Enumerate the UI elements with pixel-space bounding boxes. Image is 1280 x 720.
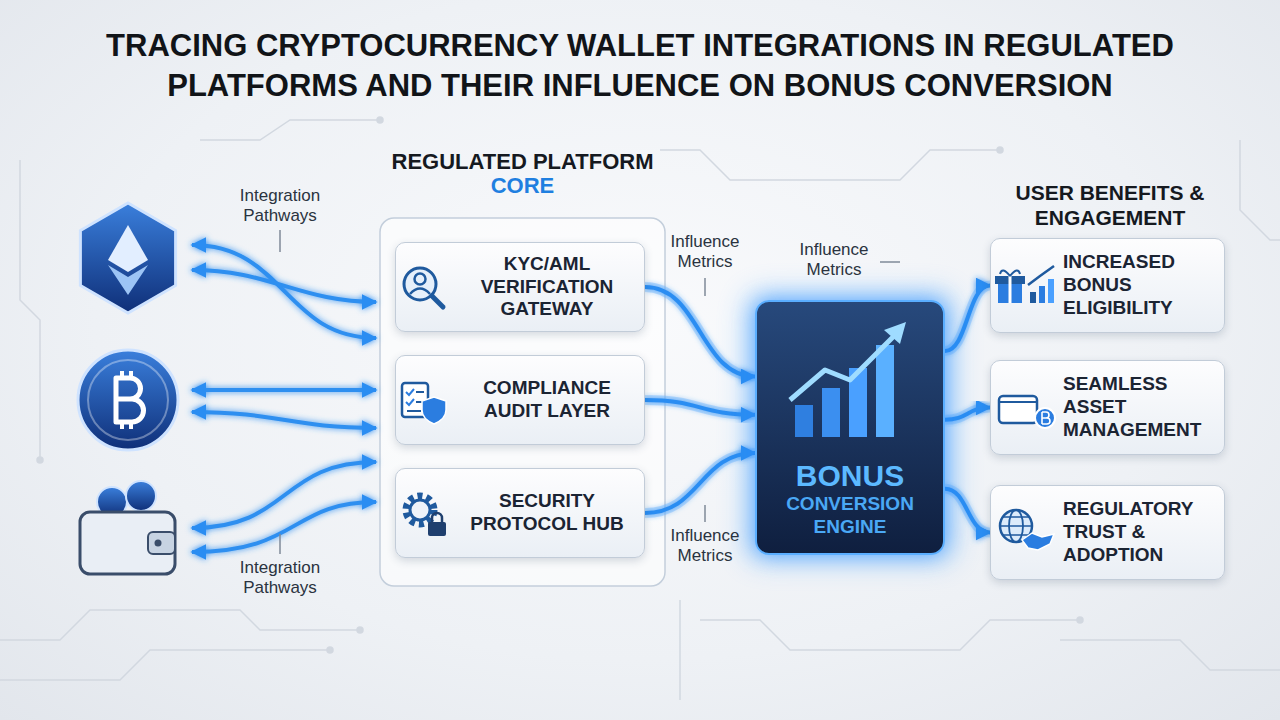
bitcoin-icon — [78, 350, 178, 450]
wallet-icon — [80, 481, 175, 574]
pathway-label: Integration Pathways — [225, 558, 335, 599]
metric-label: Influence Metrics — [788, 240, 880, 281]
node-title: COMPLIANCE AUDIT LAYER — [458, 377, 636, 423]
node-title: SEAMLESS ASSET MANAGEMENT — [1063, 373, 1216, 441]
flow-arrow — [945, 286, 990, 352]
flow-arrow — [945, 489, 990, 533]
diagram-title: TRACING CRYPTOCURRENCY WALLET INTEGRATIO… — [50, 26, 1230, 107]
process-box: COMPLIANCE AUDIT LAYER — [395, 355, 645, 445]
flow-arrow — [645, 400, 755, 415]
engine-box: BONUSCONVERSION ENGINE — [755, 300, 945, 555]
ethereum-icon — [80, 203, 175, 313]
benefit-box: REGULATORY TRUST & ADOPTION — [990, 485, 1225, 580]
flow-arrow — [945, 408, 990, 420]
platform-core-panel: REGULATED PLATFORMCORE KYC/AML VERIFICATI… — [375, 150, 670, 590]
node-title: REGULATED PLATFORM — [375, 150, 670, 174]
process-box: KYC/AML VERIFICATION GATEWAY — [395, 242, 645, 332]
metric-label: Influence Metrics — [660, 232, 750, 273]
node-title: BONUS — [796, 459, 904, 494]
connector-glow — [645, 453, 755, 513]
connector-glow — [945, 489, 990, 533]
process-box: SECURITY PROTOCOL HUB — [395, 468, 645, 558]
platform-panel — [380, 218, 665, 586]
integration-arrows — [192, 245, 376, 552]
engine-glow — [745, 292, 955, 562]
node-title: REGULATORY TRUST & ADOPTION — [1063, 498, 1216, 566]
node-subtitle: CORE — [375, 174, 670, 198]
pathway-label: Integration Pathways — [225, 186, 335, 227]
benefit-box: INCREASED BONUS ELIGIBILITY — [990, 238, 1225, 333]
benefit-box: SEAMLESS ASSET MANAGEMENT — [990, 360, 1225, 455]
node-title: SECURITY PROTOCOL HUB — [458, 490, 636, 536]
group-heading: USER BENEFITS & ENGAGEMENT — [995, 180, 1225, 230]
asset-wallet-icon — [999, 396, 1055, 428]
circuit-traces — [0, 117, 1280, 700]
node-title: INCREASED BONUS ELIGIBILITY — [1063, 251, 1216, 319]
trust-globe-icon — [1000, 510, 1054, 550]
connector-glow — [945, 286, 990, 352]
connector-glow — [645, 287, 755, 377]
flow-arrow — [645, 287, 755, 377]
bonus-eligibility-icon — [995, 266, 1054, 303]
compliance-icon — [402, 383, 446, 424]
node-subtitle: CONVERSION ENGINE — [767, 493, 933, 539]
flow-arrow — [645, 453, 755, 513]
growth-chart-icon — [790, 322, 906, 437]
connector-glow — [645, 400, 755, 415]
kyc-icon — [404, 268, 443, 307]
security-icon — [406, 496, 446, 536]
node-title: KYC/AML VERIFICATION GATEWAY — [458, 253, 636, 321]
connector-glow — [945, 408, 990, 420]
metric-label: Influence Metrics — [660, 526, 750, 567]
